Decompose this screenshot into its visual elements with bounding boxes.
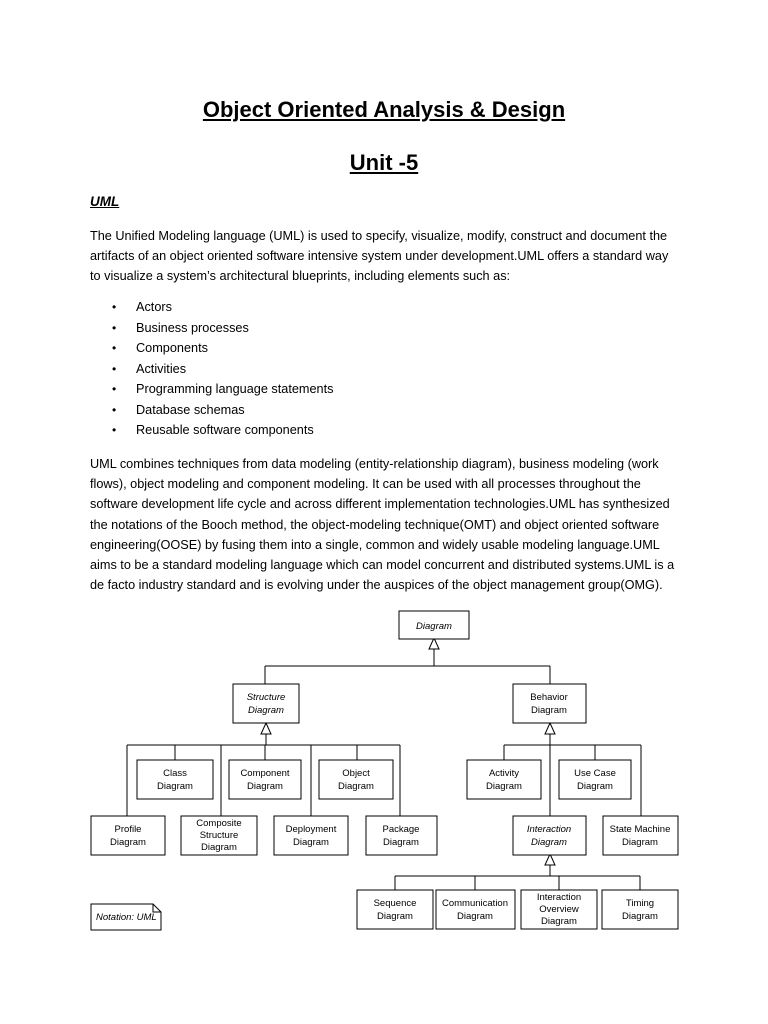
profile-label-1: Profile <box>115 824 142 835</box>
list-item-label: Components <box>136 341 208 355</box>
composite-label-1: Composite <box>196 818 241 829</box>
bullet-icon: • <box>112 361 117 376</box>
state-machine-diagram-box <box>602 815 679 856</box>
list-item-label: Programming language statements <box>136 382 334 396</box>
interaction-label-1: Interaction <box>527 824 571 835</box>
generalization-arrow-icon <box>260 721 272 735</box>
list-item: • Programming language statements <box>90 379 333 400</box>
deployment-label-1: Deployment <box>286 824 337 835</box>
sequence-label-2: Diagram <box>377 911 413 922</box>
timing-diagram-box <box>601 889 679 930</box>
component-label-2: Diagram <box>247 781 283 792</box>
object-label-2: Diagram <box>338 781 374 792</box>
interaction-overview-diagram-box <box>520 889 598 930</box>
interaction-label-2: Diagram <box>531 837 567 848</box>
composite-label-3: Diagram <box>201 842 237 853</box>
component-diagram-box <box>228 759 302 800</box>
package-diagram-box <box>365 815 438 856</box>
behavior-diagram-box <box>512 683 587 724</box>
interaction-diagram-box <box>512 815 587 856</box>
communication-label-2: Diagram <box>457 911 493 922</box>
communication-diagram-box <box>435 889 516 930</box>
list-item: • Actors <box>90 297 333 318</box>
timing-label-2: Diagram <box>622 911 658 922</box>
sequence-label-1: Sequence <box>374 898 417 909</box>
intro-paragraph: The Unified Modeling language (UML) is u… <box>90 229 669 284</box>
composite-structure-diagram-box <box>180 815 258 856</box>
list-item: • Database schemas <box>90 400 333 421</box>
class-diagram-box <box>136 759 214 800</box>
class-label-1: Class <box>163 768 187 779</box>
interaction-overview-label-3: Diagram <box>541 916 577 927</box>
bullet-icon: • <box>112 320 117 335</box>
combine-paragraph: UML combines techniques from data modeli… <box>90 457 675 593</box>
diagram-label: Diagram <box>416 621 452 632</box>
diagram-box <box>398 610 470 640</box>
bullet-icon: • <box>112 402 117 417</box>
bullet-icon: • <box>112 300 117 314</box>
behavior-label-2: Diagram <box>531 705 567 716</box>
profile-diagram-box <box>90 815 166 856</box>
generalization-arrow-icon <box>544 721 556 735</box>
uml-elements-list: •Actors •Business processes •Components … <box>90 297 333 441</box>
list-item-label: Business processes <box>136 320 249 335</box>
generalization-arrow-icon <box>428 636 440 650</box>
document-title: Object Oriented Analysis & Design <box>202 97 566 122</box>
deployment-diagram-box <box>273 815 349 856</box>
profile-label-2: Diagram <box>110 837 146 848</box>
activity-label-2: Diagram <box>486 781 522 792</box>
list-item-label: Actors <box>136 300 172 314</box>
package-label-1: Package <box>383 824 420 835</box>
uml-diagram-hierarchy: Diagram Structure Diagram Behavior Diagr… <box>90 610 679 931</box>
list-item: • Reusable software components <box>90 420 333 441</box>
statemachine-label-2: Diagram <box>622 837 658 848</box>
object-diagram-box <box>318 759 394 800</box>
structure-label-1: Structure <box>247 692 286 703</box>
usecase-label-2: Diagram <box>577 781 613 792</box>
object-label-1: Object <box>342 768 370 779</box>
structure-diagram-box <box>232 683 300 724</box>
use-case-diagram-box <box>558 759 632 800</box>
list-item-label: Reusable software components <box>136 423 314 437</box>
list-item: • Activities <box>90 359 333 380</box>
bullet-icon: • <box>112 382 117 396</box>
behavior-label-1: Behavior <box>530 692 568 703</box>
activity-diagram-box <box>466 759 542 800</box>
interaction-overview-label-1: Interaction <box>537 892 581 903</box>
section-heading-uml: UML <box>90 194 120 209</box>
notation-note-icon <box>90 903 162 931</box>
notation-label: Notation: UML <box>96 912 157 923</box>
sequence-diagram-box <box>356 889 434 930</box>
composite-label-2: Structure <box>200 830 239 841</box>
bullet-icon: • <box>112 423 117 437</box>
usecase-label-1: Use Case <box>574 768 616 779</box>
package-label-2: Diagram <box>383 837 419 848</box>
bullet-icon: • <box>112 341 117 355</box>
communication-label-1: Communication <box>442 898 508 909</box>
structure-label-2: Diagram <box>248 705 284 716</box>
deployment-label-2: Diagram <box>293 837 329 848</box>
generalization-arrow-icon <box>544 852 556 866</box>
list-item: • Business processes <box>90 318 333 339</box>
class-label-2: Diagram <box>157 781 193 792</box>
timing-label-1: Timing <box>626 898 654 909</box>
list-item-label: Activities <box>136 361 187 376</box>
list-item-label: Database schemas <box>136 402 245 417</box>
statemachine-label-1: State Machine <box>610 824 671 835</box>
list-item: • Components <box>90 338 333 359</box>
activity-label-1: Activity <box>489 768 519 779</box>
component-label-1: Component <box>240 768 289 779</box>
interaction-overview-label-2: Overview <box>539 904 579 915</box>
unit-title: Unit -5 <box>349 150 419 175</box>
